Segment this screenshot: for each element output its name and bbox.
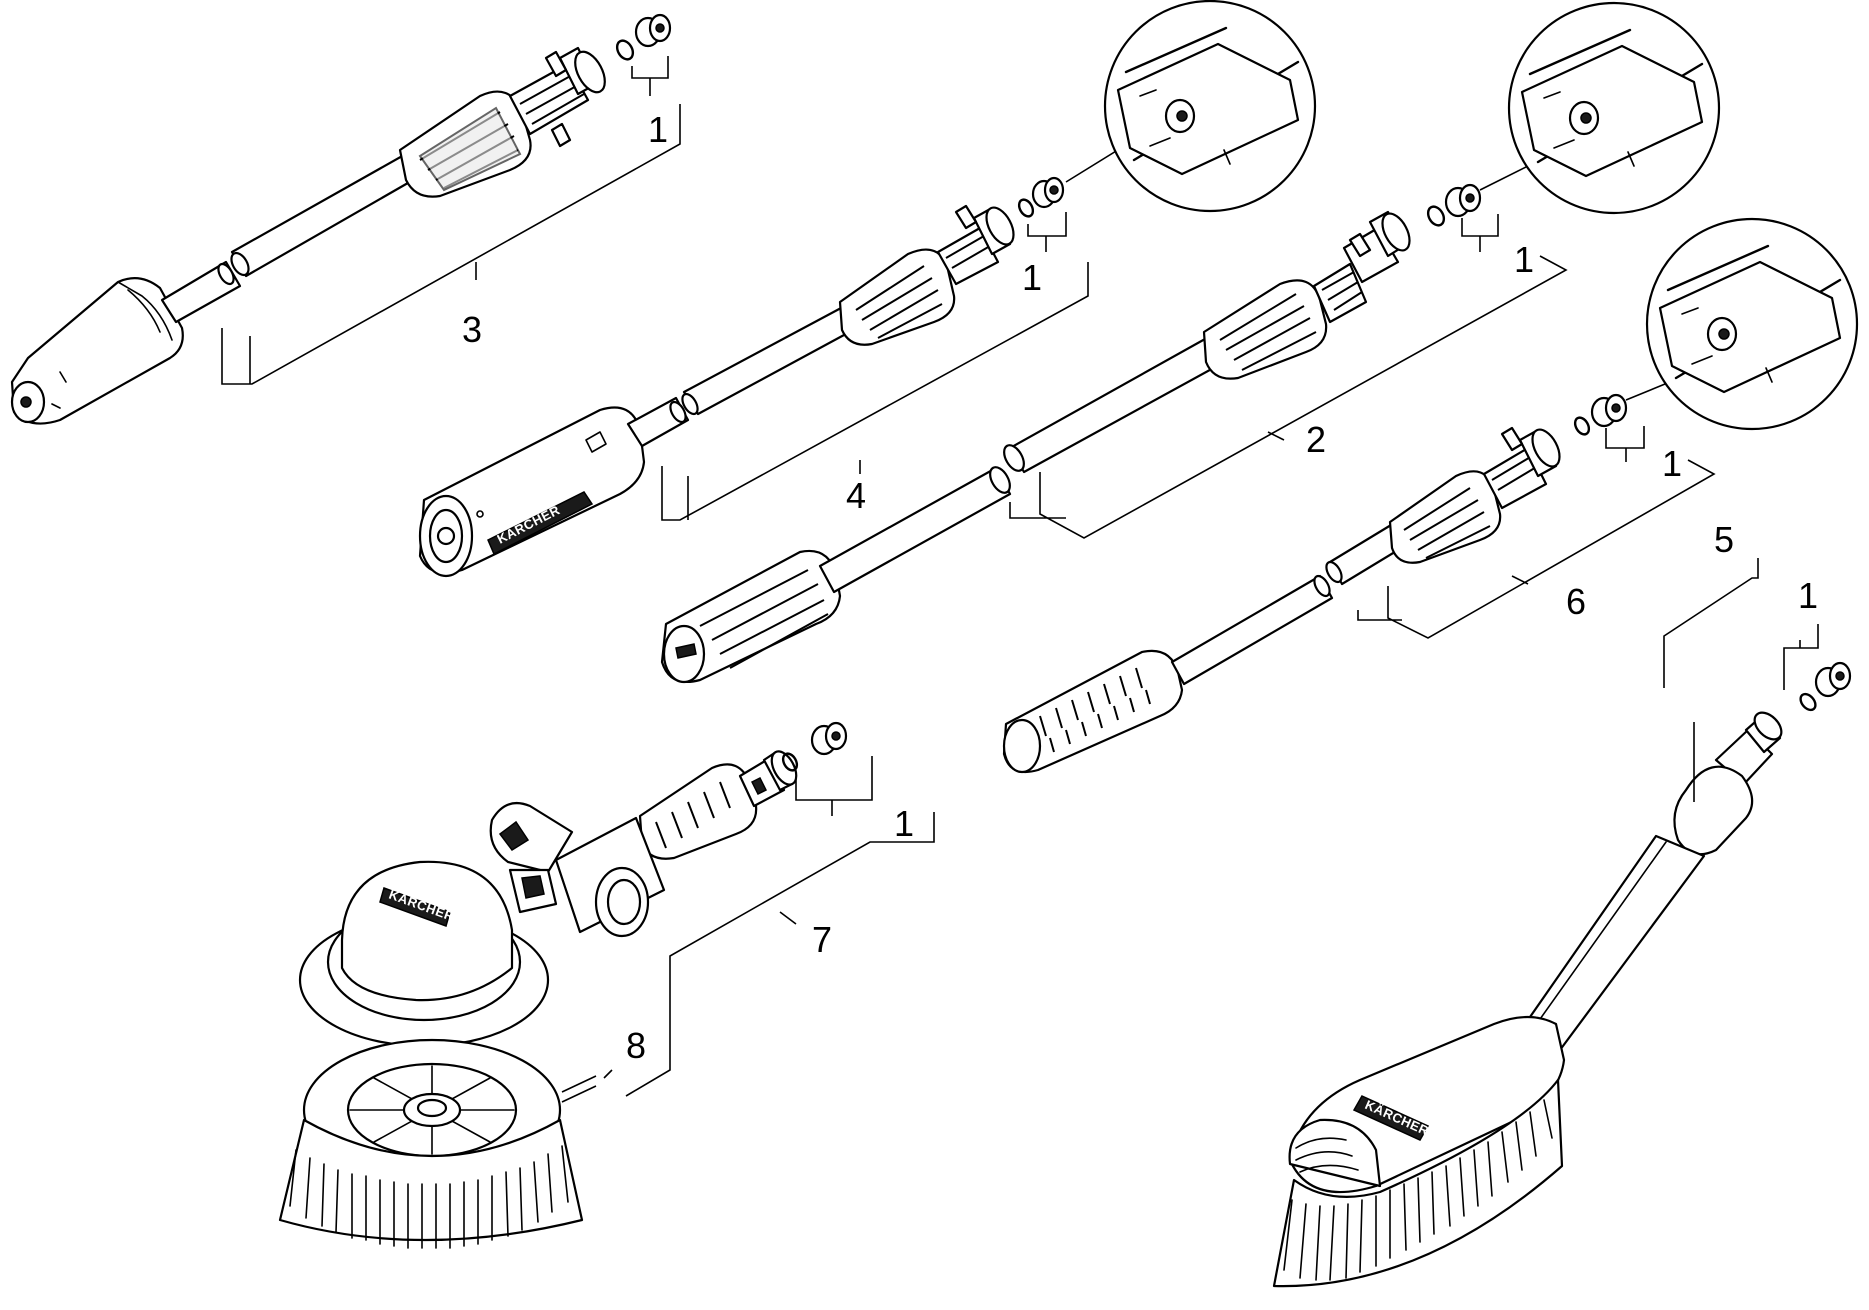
lower-tube-2 xyxy=(818,466,1012,594)
brush-body-5: KÄRCHER xyxy=(1272,1015,1566,1288)
label-1-a: 1 xyxy=(648,109,668,150)
nozzle-insert-4 xyxy=(1031,176,1065,209)
brand-plate-7 xyxy=(379,887,451,927)
upper-tube-2 xyxy=(1008,332,1230,474)
lance-connector-4 xyxy=(936,204,1015,286)
part-6-lance-ribbed-grip: 1 6 xyxy=(1002,217,1859,774)
lance-grip-2 xyxy=(1202,262,1368,380)
brand-plate-5 xyxy=(1352,1095,1430,1141)
part-4-lance-with-handle: KÄRCHER xyxy=(418,0,1317,578)
detail-magnifier-4 xyxy=(1065,0,1317,213)
o-ring xyxy=(615,39,635,61)
nozzle-insert-7 xyxy=(810,721,848,756)
nozzle-insert-6 xyxy=(1590,393,1628,428)
label-3: 3 xyxy=(462,309,482,350)
lance-grip xyxy=(398,90,532,198)
brush-swivel-joint xyxy=(489,802,666,938)
brush-handle-5 xyxy=(1512,765,1754,1052)
part-8-brush-ring xyxy=(278,1038,584,1249)
rotary-nozzle-cone xyxy=(10,277,184,425)
lance-connector xyxy=(508,46,606,148)
part-7-rotary-wash-brush: KÄRCHER 1 7 8 xyxy=(278,721,935,1249)
label-2: 2 xyxy=(1306,419,1326,460)
brand-plate xyxy=(487,491,594,556)
lower-tube-6 xyxy=(1170,574,1334,686)
end-grip-2 xyxy=(660,549,842,684)
label-4: 4 xyxy=(846,475,866,516)
detail-magnifier-2 xyxy=(1479,1,1721,215)
nozzle-insert-2 xyxy=(1444,183,1482,218)
lance-connector-6 xyxy=(1482,426,1561,510)
brush-coupling xyxy=(638,750,798,860)
lance-grip-6 xyxy=(1388,470,1502,564)
ribbed-grip-6 xyxy=(1002,649,1184,774)
label-8: 8 xyxy=(626,1025,646,1066)
brush-head: KÄRCHER xyxy=(298,860,550,1048)
label-1-e: 1 xyxy=(894,803,914,844)
detail-magnifier-6 xyxy=(1625,217,1859,431)
o-ring-4 xyxy=(1017,198,1035,218)
nozzle-insert-5 xyxy=(1814,661,1852,698)
label-1-f: 1 xyxy=(1798,575,1818,616)
label-5: 5 xyxy=(1714,519,1734,560)
o-ring-7 xyxy=(781,752,799,772)
handle-body: KÄRCHER xyxy=(418,406,646,578)
nozzle-insert xyxy=(634,13,672,48)
o-ring-6 xyxy=(1573,416,1591,436)
part-3-dirt-blaster-lance: 1 3 xyxy=(10,13,681,425)
label-1-d: 1 xyxy=(1662,443,1682,484)
label-7: 7 xyxy=(812,919,832,960)
part-2-extension-lance: 1 2 xyxy=(660,1,1721,684)
label-6: 6 xyxy=(1566,581,1586,622)
o-ring-5 xyxy=(1799,692,1817,712)
label-1-c: 1 xyxy=(1514,239,1534,280)
lance-connector-2 xyxy=(1342,210,1411,284)
o-ring-2 xyxy=(1426,205,1446,227)
lance-grip-4 xyxy=(838,248,956,346)
label-1-b: 1 xyxy=(1022,257,1042,298)
part-5-wash-brush: KÄRCHER 1 5 xyxy=(1272,519,1852,1288)
